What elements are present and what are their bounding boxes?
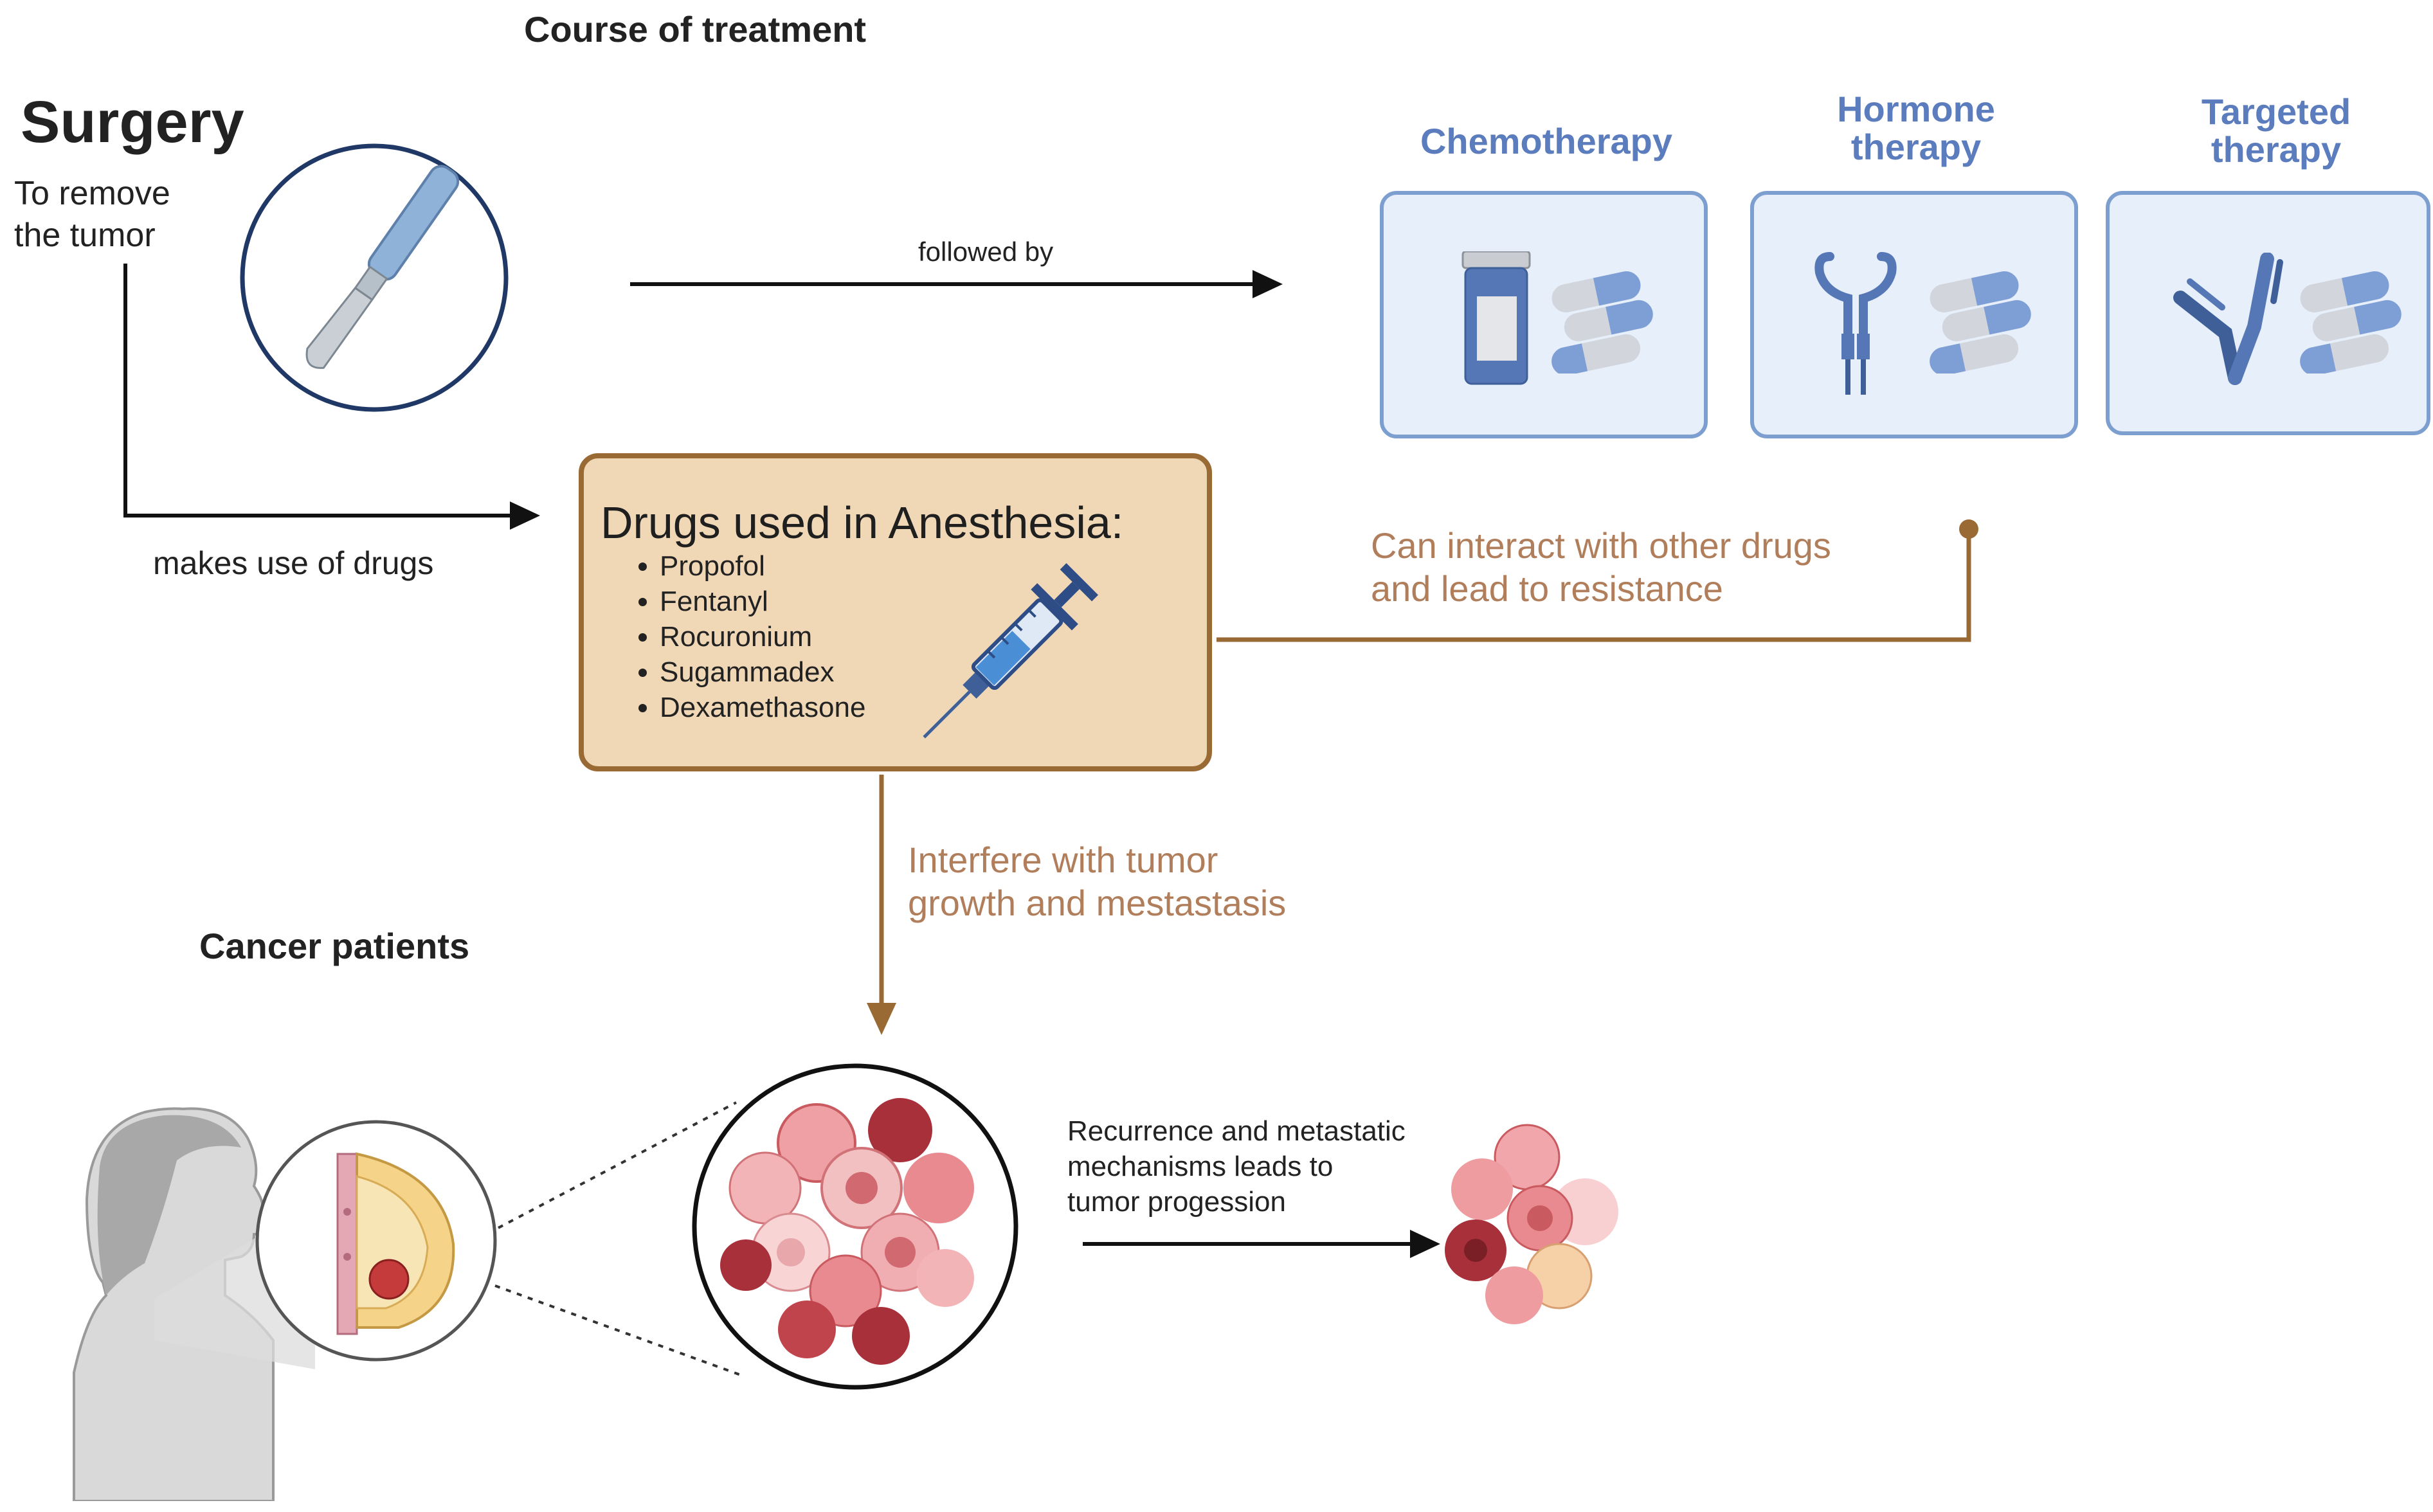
followed-by-label: followed by	[918, 237, 1054, 267]
hormone-receptor-icon	[1814, 252, 1897, 395]
drug-item: Sugammadex	[660, 654, 865, 690]
interference-label-line-2: growth and mestastasis	[908, 883, 1287, 923]
interaction-label-line-2: and lead to resistance	[1371, 568, 1723, 609]
course-of-treatment-title: Course of treatment	[524, 9, 867, 50]
progression-arrow	[1083, 1230, 1440, 1258]
therapy-heading-targeted-line-1: Targeted	[2201, 91, 2351, 132]
interference-label-line-1: Interfere with tumor	[908, 840, 1218, 880]
surgery-title: Surgery	[21, 89, 244, 155]
followed-by-arrow	[630, 270, 1283, 298]
progression-label-line-1: Recurrence and metastatic	[1067, 1115, 1406, 1147]
surgery-purpose-line-1: To remove	[14, 175, 170, 212]
tumor-cluster-icon	[692, 1063, 1018, 1390]
progression-label-line-2: mechanisms leads to	[1067, 1151, 1334, 1182]
hormone-therapy-box	[1750, 191, 2078, 438]
scalpel-icon	[240, 143, 509, 412]
cancer-patients-title: Cancer patients	[199, 926, 470, 966]
breast-tumor-icon	[255, 1120, 497, 1362]
progressed-tumor-icon	[1445, 1124, 1618, 1324]
targeted-therapy-box	[2106, 191, 2430, 435]
capsules-icon	[2297, 271, 2401, 374]
drug-item: Dexamethasone	[660, 690, 865, 725]
capsules-icon	[1549, 271, 1653, 374]
chemotherapy-box	[1380, 191, 1708, 438]
therapy-heading-targeted-line-2: therapy	[2211, 129, 2342, 170]
drug-item: Rocuronium	[660, 619, 865, 654]
anesthesia-drug-list: Propofol Fentanyl Rocuronium Sugammadex …	[584, 548, 865, 725]
antibody-icon	[2173, 253, 2283, 385]
anesthesia-drugs-box: Drugs used in Anesthesia: Propofol Fenta…	[579, 453, 1212, 771]
magnification-lines	[494, 1101, 743, 1377]
makes-use-of-drugs-label: makes use of drugs	[153, 545, 434, 581]
therapy-heading-hormone-line-1: Hormone	[1837, 89, 1995, 129]
syringe-icon	[923, 562, 1099, 739]
interaction-connector	[1216, 519, 1978, 642]
anesthesia-box-title: Drugs used in Anesthesia:	[601, 498, 1124, 548]
surgery-purpose-line-2: the tumor	[14, 217, 156, 254]
therapy-heading-chemotherapy: Chemotherapy	[1420, 121, 1673, 161]
surgery-to-anesthesia-arrow	[123, 264, 540, 530]
anesthesia-to-tumor-arrow	[867, 775, 896, 1035]
therapy-heading-hormone-line-2: therapy	[1850, 127, 1982, 167]
drug-item: Propofol	[660, 548, 865, 584]
drug-item: Fentanyl	[660, 584, 865, 619]
interaction-label-line-1: Can interact with other drugs	[1371, 525, 1831, 566]
pill-bottle-icon	[1461, 251, 1531, 385]
capsules-icon	[1927, 271, 2031, 374]
progression-label-line-3: tumor progession	[1067, 1186, 1286, 1218]
